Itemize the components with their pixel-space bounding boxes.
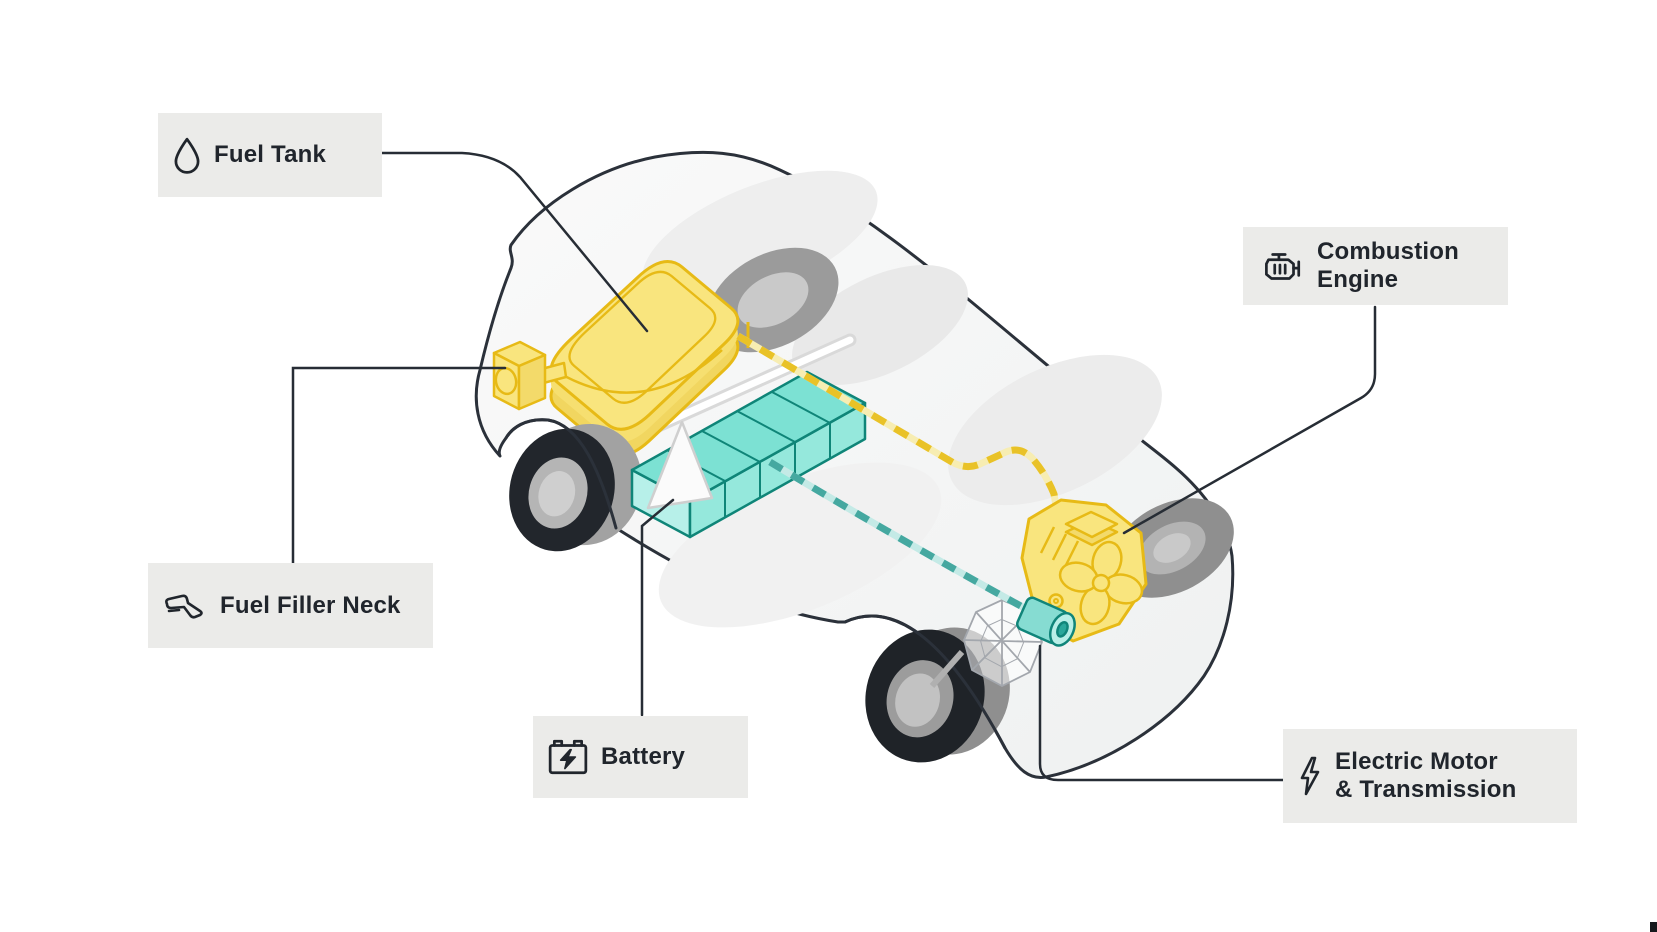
label-combustion-line1: Combustion	[1317, 238, 1459, 266]
leader-battery	[640, 498, 675, 717]
label-fuel-tank-text: Fuel Tank	[214, 141, 327, 169]
leader-fuel-filler-neck	[291, 366, 507, 565]
label-electric-line2: & Transmission	[1335, 776, 1517, 803]
leader-electric-motor	[1038, 644, 1285, 782]
label-fuel-filler-neck-text: Fuel Filler Neck	[220, 591, 401, 619]
leader-combustion-engine	[1122, 305, 1377, 535]
electric-line	[768, 458, 1030, 614]
suspension-arm	[646, 420, 714, 510]
label-electric-motor-transmission: Electric Motor & Transmission	[1283, 729, 1577, 823]
label-battery-text: Battery	[601, 743, 686, 771]
label-fuel-filler-neck: Fuel Filler Neck	[148, 563, 433, 648]
label-electric-line1: Electric Motor	[1335, 748, 1498, 776]
electric-motor	[1016, 596, 1076, 647]
leader-lines	[291, 151, 1377, 782]
engine-icon	[1257, 247, 1305, 285]
rear-near-wheel	[509, 423, 642, 552]
interior-shading	[642, 170, 1162, 628]
fender-arches	[504, 418, 1007, 750]
label-combustion-engine: Combustion Engine	[1243, 227, 1508, 305]
droplet-icon	[172, 136, 202, 174]
rear-far-wheel	[707, 247, 839, 353]
fuel-nozzle-icon	[162, 590, 208, 622]
fuel-line	[736, 332, 1062, 519]
battery-icon	[547, 738, 589, 776]
label-fuel-tank: Fuel Tank	[158, 113, 382, 197]
corner-artifact	[1650, 922, 1657, 932]
lightning-bolt-icon	[1297, 756, 1323, 796]
leader-fuel-tank	[380, 151, 649, 333]
label-battery: Battery	[533, 716, 748, 798]
engine-fan	[1058, 540, 1144, 626]
label-combustion-line2: Engine	[1317, 266, 1399, 293]
